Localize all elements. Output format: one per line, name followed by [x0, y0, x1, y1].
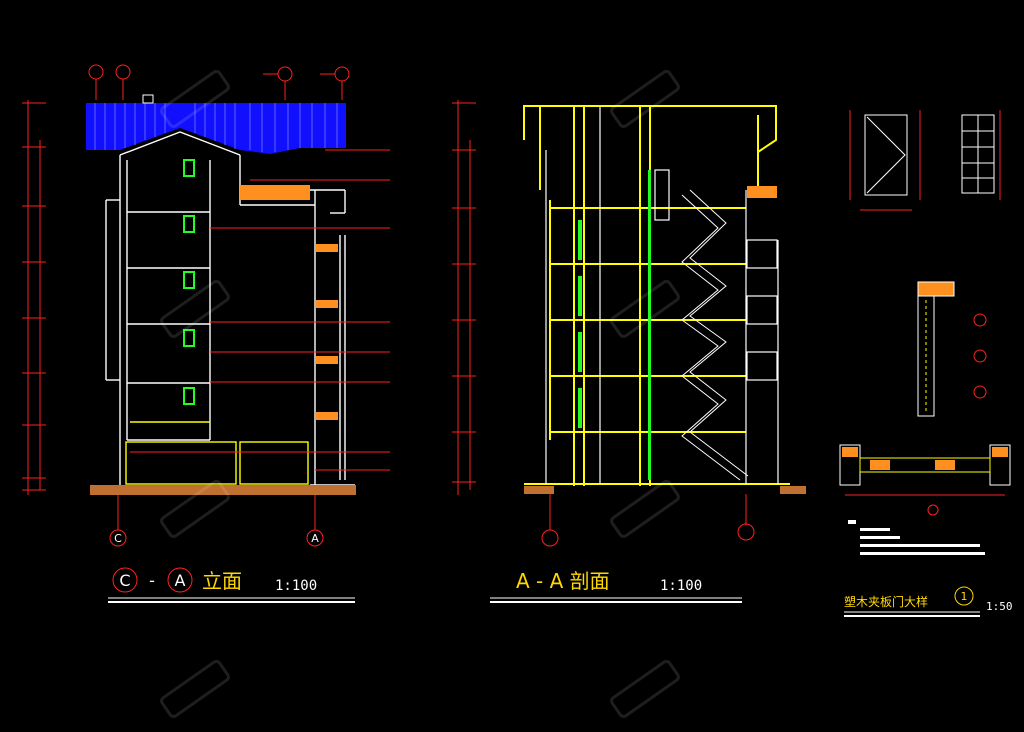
brand-watermark-icon	[160, 69, 680, 718]
detail-title: 塑木夹板门大样 1 1:50	[844, 586, 1013, 617]
elevation-dimension-chain	[22, 100, 46, 495]
detail-index: 1	[961, 590, 968, 603]
elevation-title-text: 立面	[202, 569, 242, 593]
detail-notes	[848, 520, 985, 555]
elevation-walls	[105, 131, 355, 486]
elevation-base	[125, 421, 309, 485]
elevation-balconies	[240, 185, 338, 420]
detail-scale: 1:50	[986, 600, 1013, 613]
elevation-title-dash: -	[149, 571, 155, 590]
elevation-windows	[183, 159, 195, 405]
elevation-leaders	[130, 149, 390, 471]
elevation-ground	[90, 485, 356, 495]
section-axis-bubbles	[541, 494, 755, 547]
section-title: A - A 剖面 1:100	[490, 569, 742, 603]
section-dimension-chain	[452, 100, 476, 495]
door-plan-detail	[839, 444, 1011, 516]
elevation-title: C - A 立面 1:100	[108, 567, 355, 603]
detail-view: 塑木夹板门大样 1 1:50	[839, 110, 1013, 617]
elevation-title-axis-left: C	[119, 571, 130, 590]
elevation-view: C A C - A 立面 1:100	[22, 64, 390, 603]
section-ground-left	[524, 486, 554, 494]
elevation-axis-left-label: C	[114, 532, 122, 545]
elevation-top-bubbles	[88, 64, 350, 100]
section-stairs	[681, 189, 749, 481]
elevation-roof	[86, 94, 346, 154]
elevation-axis-right-label: A	[311, 532, 319, 545]
section-view: A - A 剖面 1:100	[452, 100, 806, 603]
window-grid-detail	[961, 110, 1001, 200]
door-section-detail	[917, 281, 987, 417]
elevation-scale: 1:100	[275, 578, 317, 594]
section-green-walls	[578, 170, 651, 480]
section-orange-cornice	[747, 186, 777, 198]
door-elevation-detail	[849, 110, 921, 211]
elevation-axis-bubbles	[109, 495, 324, 547]
section-walls	[545, 106, 779, 484]
section-scale: 1:100	[660, 578, 702, 594]
elevation-title-axis-right: A	[175, 571, 186, 590]
section-title-text: A - A 剖面	[516, 569, 610, 593]
section-ground-right	[780, 486, 806, 494]
detail-title-text: 塑木夹板门大样	[844, 594, 928, 609]
